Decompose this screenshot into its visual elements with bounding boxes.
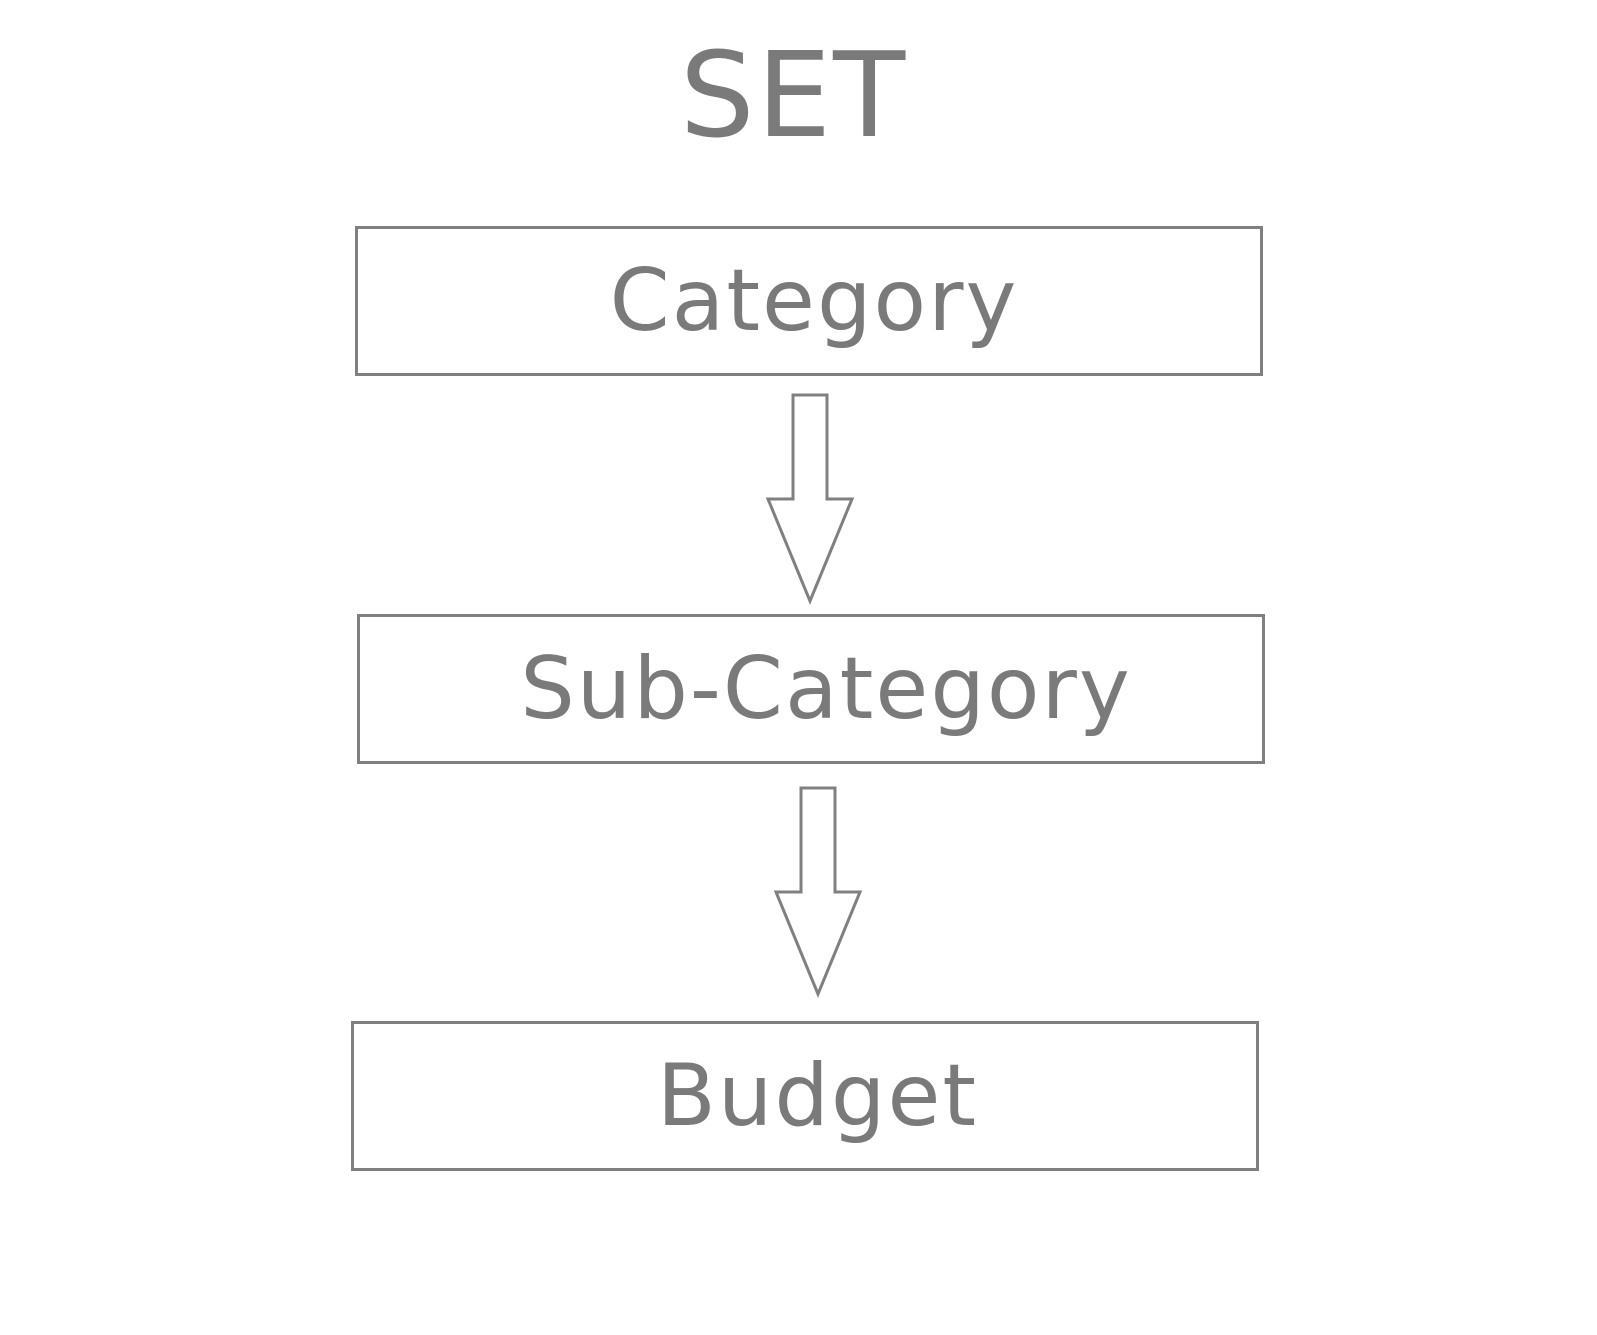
node-category-label: Category (609, 251, 1019, 351)
node-subcategory: Sub-Category (357, 614, 1265, 764)
node-category: Category (355, 226, 1263, 376)
node-subcategory-label: Sub-Category (520, 639, 1132, 739)
diagram-title-text: SET (679, 26, 908, 164)
down-arrow-icon (764, 393, 856, 605)
down-arrow-icon (772, 786, 864, 998)
node-budget-label: Budget (656, 1046, 979, 1146)
node-budget: Budget (351, 1021, 1259, 1171)
diagram-title: SET (0, 30, 1597, 160)
